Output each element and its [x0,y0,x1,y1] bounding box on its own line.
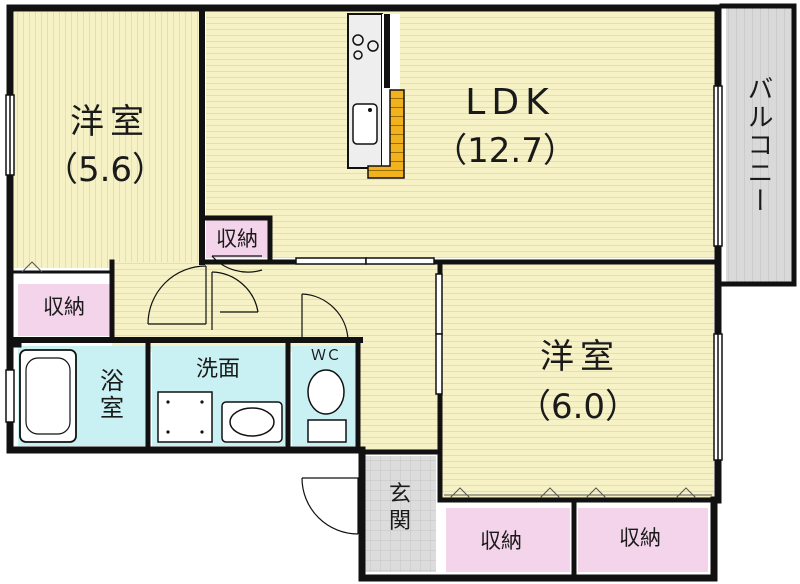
balcony-label: バルコニー [743,75,773,215]
windows [5,85,723,461]
room-label-ldk: LDK [465,82,554,123]
wash-basin-icon [221,401,283,443]
storage-ldk-area [206,220,268,258]
room-size-ldk: （12.7） [433,131,577,171]
closet-marks [21,261,712,499]
balcony-area [726,8,792,282]
bath-label-line2: 室 [100,394,124,422]
floor-western-left [14,12,200,268]
floor-western-right [442,262,714,498]
sliding-doors [295,257,443,395]
entrance-label-line1: 玄 [389,482,411,507]
storage-bottom-2-area [578,508,708,572]
floor-ldk [206,12,716,258]
storage-bottom-1-label: 収納 [480,529,522,553]
stove-burner-icon [353,50,363,60]
storage-ldk-label: 収納 [216,227,258,251]
room-size-western-right: （6.0） [517,387,639,427]
bathtub-icon [19,349,77,443]
door-swings [147,255,362,535]
walls [6,3,797,582]
stove-burner-icon [352,34,364,46]
floor-corridor [360,340,438,452]
toilet-icon [307,369,347,443]
room-label-western-right: 洋室 [540,337,620,377]
sink-icon [352,103,378,145]
entrance-label-line2: 関 [389,509,411,534]
room-label-western-left: 洋室 [70,102,150,142]
entrance-area [364,456,436,572]
storage-left-area [18,284,112,336]
storage-bottom-2-label: 収納 [619,526,661,550]
washing-machine-icon [157,391,213,443]
wc-label: ＷＣ [311,346,341,364]
stair-icon [367,89,405,179]
bath-label-line1: 浴 [100,367,124,395]
storage-left-label: 収納 [43,295,85,319]
washroom-label: 洗面 [196,357,240,382]
storage-bottom-1-area [446,508,570,572]
room-size-western-left: （5.6） [44,150,166,190]
stove-burner-icon [367,40,379,52]
